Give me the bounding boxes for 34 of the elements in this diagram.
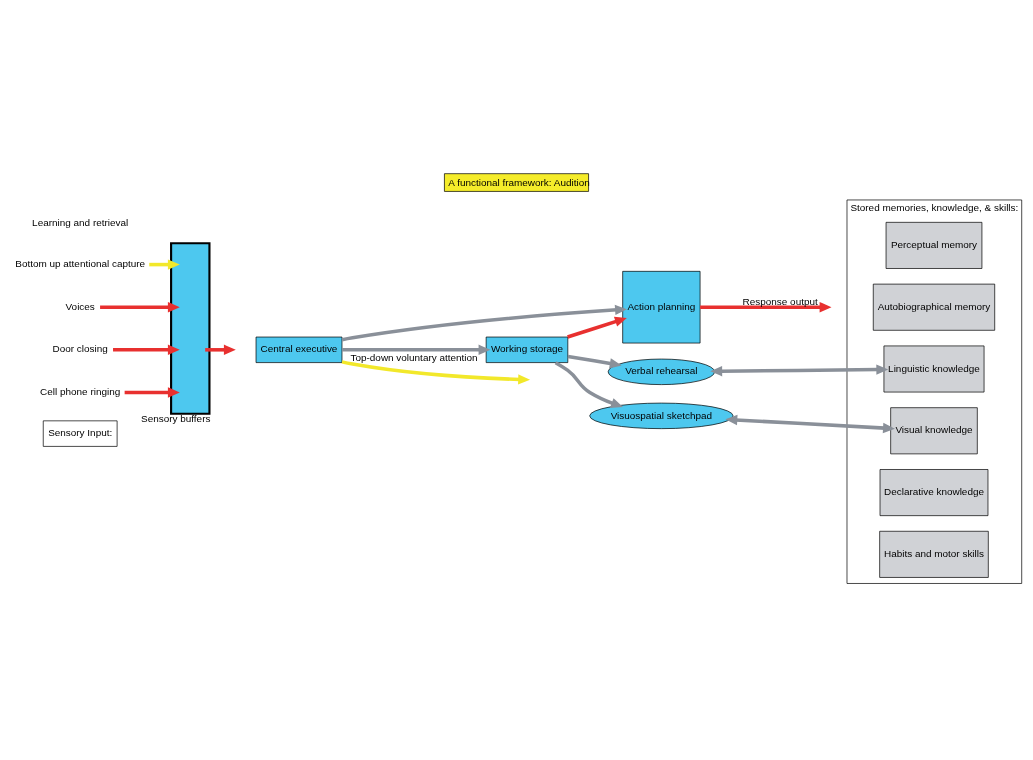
arrow bbox=[341, 304, 627, 342]
node-text: Door closing bbox=[52, 343, 108, 355]
arrow bbox=[554, 361, 623, 408]
edge-label: Response output bbox=[742, 295, 818, 307]
node-label: Sensory buffers bbox=[141, 412, 211, 424]
arrow bbox=[700, 302, 832, 313]
label: Learning and retrieval bbox=[32, 217, 129, 229]
node-box: Central executive bbox=[255, 336, 343, 363]
node-text: Voices bbox=[65, 300, 95, 312]
arrow bbox=[567, 354, 622, 369]
node-text: Cell phone ringing bbox=[40, 386, 121, 398]
arrow bbox=[124, 387, 180, 398]
arrow bbox=[725, 414, 895, 434]
arrow bbox=[113, 344, 180, 355]
node-ellipse: Visuospatial sketchpad bbox=[589, 402, 734, 429]
node-box: Action planning bbox=[622, 271, 701, 344]
node-box: Linguistic knowledge bbox=[883, 345, 985, 393]
arrow bbox=[205, 344, 236, 355]
arrow bbox=[710, 364, 889, 377]
node-box: Working storage bbox=[485, 336, 569, 363]
node-text: Bottom up attentional capture bbox=[15, 258, 146, 270]
arrow bbox=[149, 259, 180, 270]
node-box: Habits and motor skills bbox=[879, 530, 989, 578]
node-box: Sensory Input: bbox=[42, 420, 118, 447]
arrow bbox=[341, 360, 531, 385]
arrow bbox=[100, 302, 180, 313]
node-box: Declarative knowledge bbox=[879, 469, 989, 516]
arrow bbox=[567, 316, 627, 339]
node-box: Visual knowledge bbox=[890, 407, 978, 455]
node-box bbox=[170, 242, 211, 415]
node-box: Autobiographical memory bbox=[872, 283, 996, 331]
edge-label: Top-down voluntary attention bbox=[350, 352, 478, 364]
arrow bbox=[342, 344, 491, 355]
node-box: Perceptual memory bbox=[885, 221, 983, 269]
